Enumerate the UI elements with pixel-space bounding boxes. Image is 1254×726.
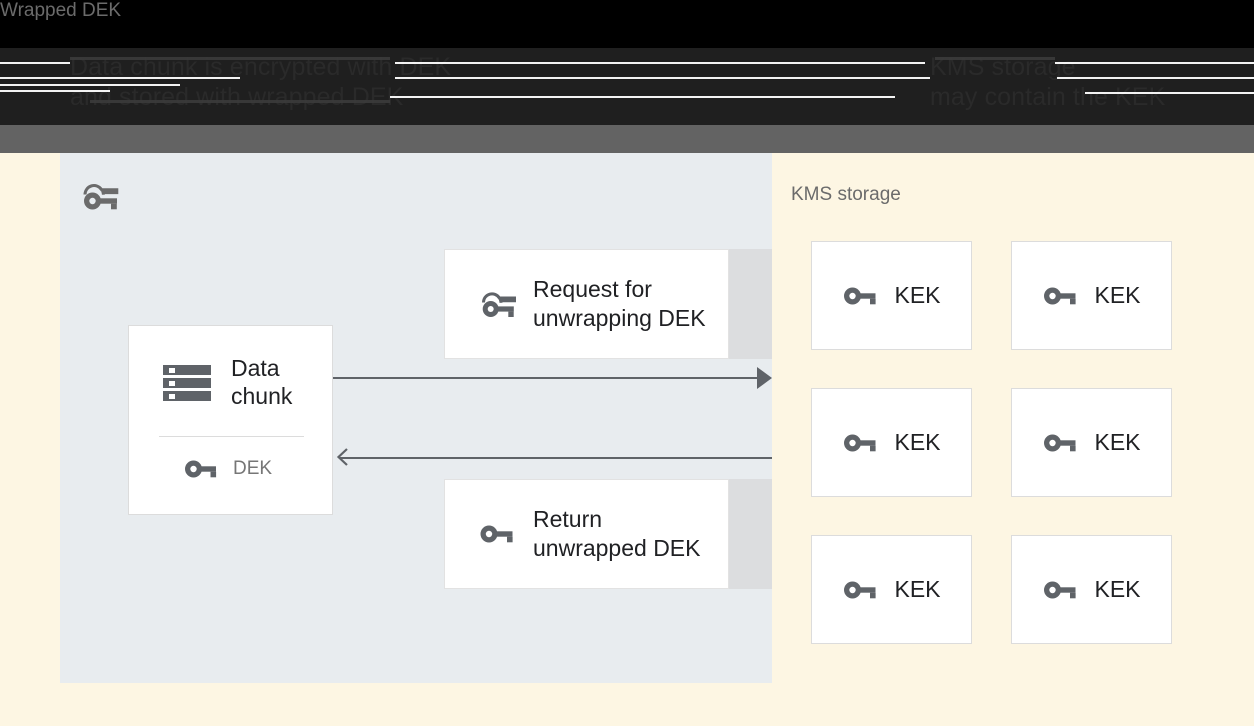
banner-artifact: [935, 57, 1055, 60]
kek-card[interactable]: KEK: [811, 388, 972, 497]
request-arrowhead-icon: [757, 367, 772, 389]
kms-panel-title: KMS storage: [791, 184, 901, 205]
key-icon: [184, 457, 218, 481]
data-chunk-divider: [159, 436, 304, 437]
banner-artifact: [395, 62, 925, 64]
header-caption-left: Data chunk is encrypted with DEK and sto…: [70, 53, 452, 111]
kek-card[interactable]: KEK: [1011, 241, 1172, 350]
request-message-card[interactable]: Request for unwrapping DEK: [444, 249, 729, 359]
key-icon: [1042, 430, 1078, 456]
wrapped-key-icon: [79, 180, 119, 212]
banner-artifact: [0, 77, 240, 79]
banner-artifact: [1057, 77, 1254, 79]
request-arrow: [333, 377, 765, 379]
data-chunk-dek-row: DEK: [184, 457, 272, 481]
banner-artifact: [70, 57, 390, 60]
header-caption-right: KMS storage may contain the KEK: [930, 53, 1166, 111]
key-icon: [1042, 283, 1078, 309]
kek-label: KEK: [1094, 576, 1141, 602]
key-icon: [842, 283, 878, 309]
banner-artifact: [395, 77, 930, 79]
data-chunk-label: Data chunk: [231, 355, 293, 409]
request-message-label: Request for unwrapping DEK: [533, 276, 706, 331]
banner-artifact: [0, 62, 70, 64]
key-icon: [842, 430, 878, 456]
header-gray-band: [0, 125, 1254, 153]
banner-artifact: [1085, 92, 1254, 94]
header-banner-inner: [0, 48, 1254, 125]
banner-artifact: [1055, 62, 1254, 64]
return-message-card[interactable]: Return unwrapped DEK: [444, 479, 729, 589]
kek-label: KEK: [894, 576, 941, 602]
wrapped-key-icon: [478, 289, 516, 319]
kek-card[interactable]: KEK: [1011, 388, 1172, 497]
kek-card[interactable]: KEK: [1011, 535, 1172, 644]
key-icon: [842, 577, 878, 603]
kek-label: KEK: [894, 282, 941, 308]
kek-card[interactable]: KEK: [811, 241, 972, 350]
obscured-header-banner: Data chunk is encrypted with DEK and sto…: [0, 0, 1254, 125]
data-chunk-dek-label: DEK: [233, 458, 273, 479]
return-arrow: [340, 457, 772, 459]
key-icon: [1042, 577, 1078, 603]
return-arrowhead-icon: [336, 448, 349, 466]
kek-grid: KEK KEK KEK: [811, 241, 1172, 644]
banner-artifact: [90, 100, 390, 103]
kek-label: KEK: [1094, 282, 1141, 308]
data-chunk-card[interactable]: Data chunk DEK: [128, 325, 333, 515]
return-card-edge: [729, 479, 772, 589]
banner-artifact: [0, 90, 110, 92]
banner-artifact: [0, 84, 180, 86]
data-chunk-row: Data chunk: [159, 354, 292, 410]
request-card-edge: [729, 249, 772, 359]
kek-label: KEK: [894, 429, 941, 455]
kek-label: KEK: [1094, 429, 1141, 455]
return-message-label: Return unwrapped DEK: [533, 506, 701, 561]
banner-artifact: [390, 96, 895, 98]
server-stack-icon: [159, 354, 215, 410]
key-icon: [478, 521, 516, 547]
header-gray-band-notch: [0, 125, 62, 153]
kek-card[interactable]: KEK: [811, 535, 972, 644]
client-panel-title: Wrapped DEK: [0, 0, 122, 21]
